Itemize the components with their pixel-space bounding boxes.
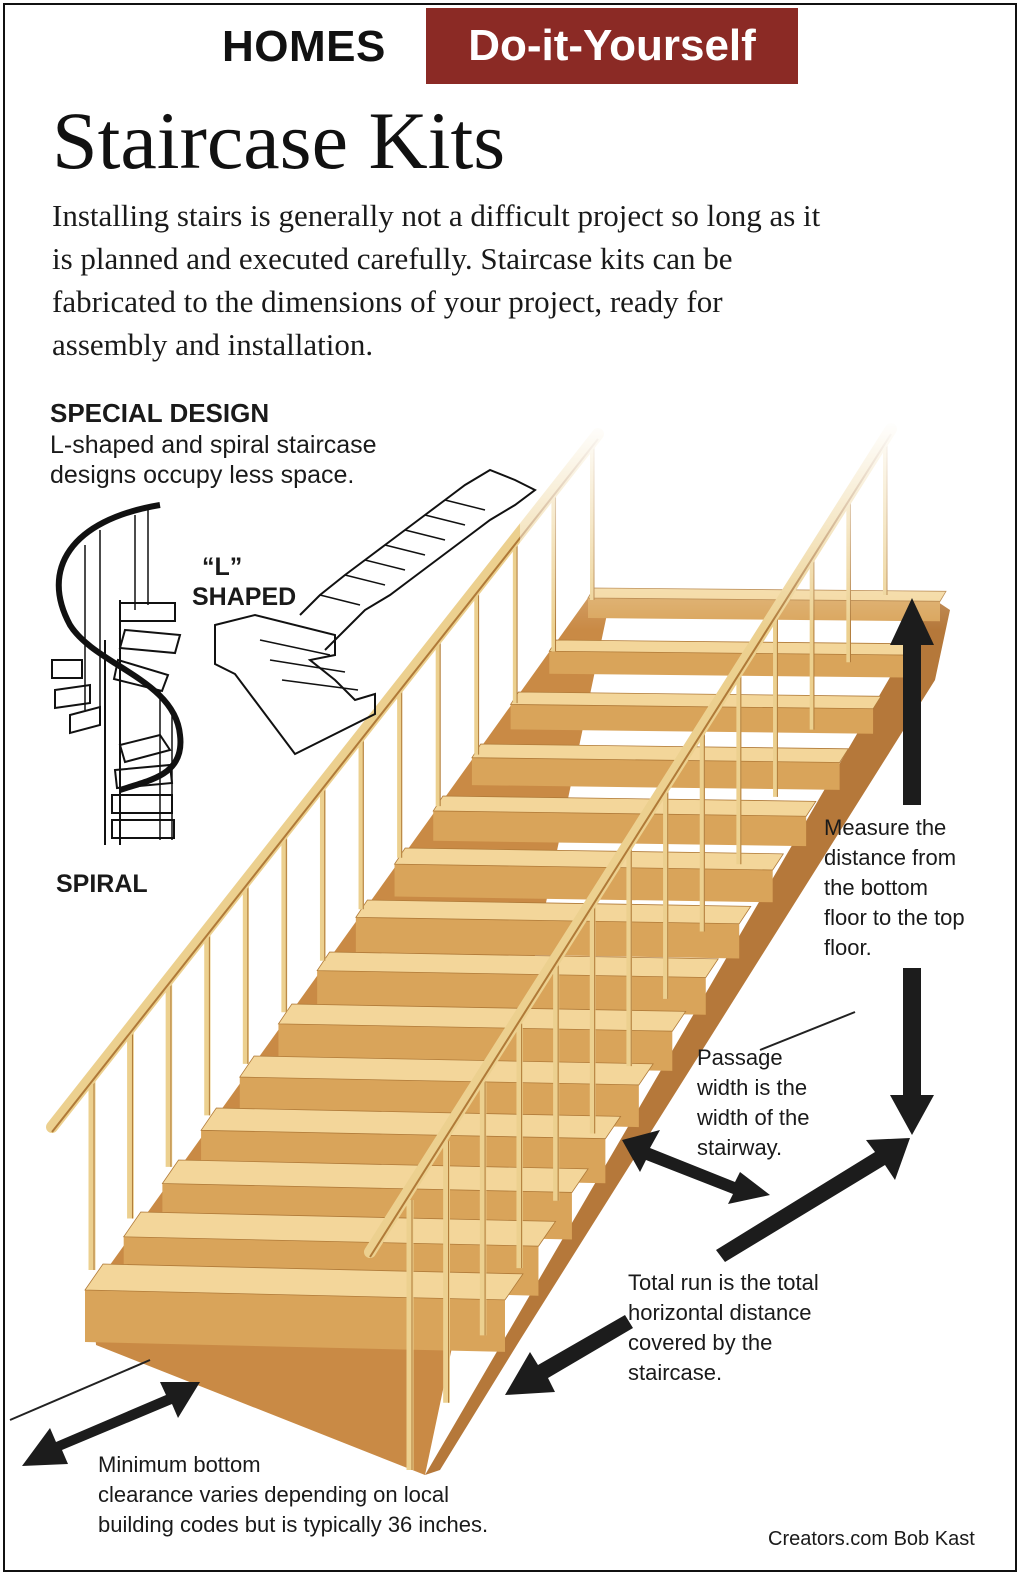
stair-tread bbox=[239, 1055, 654, 1086]
callout-line: clearance varies depending on local bbox=[98, 1482, 450, 1507]
stair-riser bbox=[394, 864, 773, 903]
section-label: HOMES bbox=[222, 22, 386, 71]
callout-line: Measure the bbox=[824, 815, 947, 840]
page-frame bbox=[3, 3, 1017, 1572]
left-handrail bbox=[46, 428, 604, 1270]
clearance-arrow bbox=[22, 1382, 200, 1466]
intro-line: is planned and executed carefully. Stair… bbox=[52, 241, 733, 276]
passage-callout: Passage width is the width of the stairw… bbox=[697, 1043, 810, 1163]
page-title: Staircase Kits bbox=[52, 95, 506, 186]
l-shaped-label-line: SHAPED bbox=[192, 583, 297, 611]
callout-line: staircase. bbox=[628, 1360, 723, 1385]
stair-steps bbox=[84, 587, 947, 1352]
spiral-label: SPIRAL bbox=[56, 870, 148, 898]
intro-line: fabricated to the dimensions of your pro… bbox=[52, 284, 723, 319]
left-handrail-bar bbox=[46, 428, 604, 1133]
stair-riser bbox=[355, 917, 740, 959]
intro-line: Installing stairs is generally not a dif… bbox=[52, 198, 821, 233]
callout-line: Total run is the total bbox=[628, 1270, 819, 1295]
right-stringer bbox=[425, 600, 950, 1475]
l-shaped-label: “L” SHAPED bbox=[192, 552, 296, 612]
callout-line: Passage bbox=[697, 1045, 783, 1070]
special-design-line: L-shaped and spiral staircase bbox=[50, 431, 377, 459]
callout-line: floor to the top bbox=[824, 905, 965, 930]
stair-tread bbox=[277, 1003, 687, 1032]
callout-line: floor. bbox=[824, 935, 872, 960]
special-design-heading: SPECIAL DESIGN bbox=[50, 398, 270, 428]
dimension-arrows bbox=[22, 598, 934, 1466]
intro-line: assembly and installation. bbox=[52, 327, 374, 362]
height-arrow-shaft-up bbox=[903, 640, 921, 805]
stair-riser bbox=[549, 651, 907, 678]
callout-line: Minimum bottom bbox=[98, 1452, 261, 1477]
stair-riser bbox=[317, 970, 706, 1015]
callout-line: width of the bbox=[697, 1105, 810, 1130]
stair-riser bbox=[510, 704, 874, 734]
passage-width-arrow bbox=[622, 1130, 770, 1204]
l-shaped-staircase-drawing bbox=[214, 468, 537, 756]
callout-line: distance from bbox=[824, 845, 957, 870]
main-staircase bbox=[46, 423, 950, 1475]
l-shaped-label-line: “L” bbox=[202, 553, 243, 581]
stair-riser bbox=[433, 810, 807, 847]
left-handrail-bar-shadow bbox=[51, 438, 599, 1133]
callout-line: building codes but is typically 36 inche… bbox=[98, 1512, 489, 1537]
stair-riser bbox=[85, 1290, 505, 1352]
stair-riser bbox=[471, 757, 840, 790]
floor-line bbox=[9, 1359, 151, 1421]
intro-paragraph: Installing stairs is generally not a dif… bbox=[52, 194, 992, 366]
stair-tread bbox=[200, 1107, 622, 1140]
callout-line: horizontal distance bbox=[628, 1300, 812, 1325]
height-arrow-shaft-down bbox=[903, 968, 921, 1098]
measure-callout: Measure the distance from the bottom flo… bbox=[824, 813, 965, 963]
callout-line: width is the bbox=[697, 1075, 808, 1100]
callout-line: covered by the bbox=[628, 1330, 773, 1355]
total-run-callout: Total run is the total horizontal distan… bbox=[628, 1268, 819, 1388]
callout-line: the bottom bbox=[824, 875, 928, 900]
credit-line: Creators.com Bob Kast bbox=[768, 1528, 975, 1550]
section-banner: Do-it-Yourself bbox=[426, 8, 798, 84]
clearance-callout: Minimum bottom clearance varies dependin… bbox=[98, 1450, 488, 1540]
arrow-right-icon bbox=[716, 1138, 910, 1262]
floor-line bbox=[759, 1011, 856, 1051]
spiral-staircase-drawing bbox=[51, 502, 184, 845]
arrow-left-icon bbox=[505, 1315, 633, 1395]
special-design-description: L-shaped and spiral staircase designs oc… bbox=[50, 430, 377, 490]
arrow-down-icon bbox=[890, 1095, 934, 1135]
top-fade bbox=[520, 420, 990, 630]
callout-line: stairway. bbox=[697, 1135, 783, 1160]
arrow-up-icon bbox=[890, 598, 934, 645]
special-design-line: designs occupy less space. bbox=[50, 461, 355, 489]
